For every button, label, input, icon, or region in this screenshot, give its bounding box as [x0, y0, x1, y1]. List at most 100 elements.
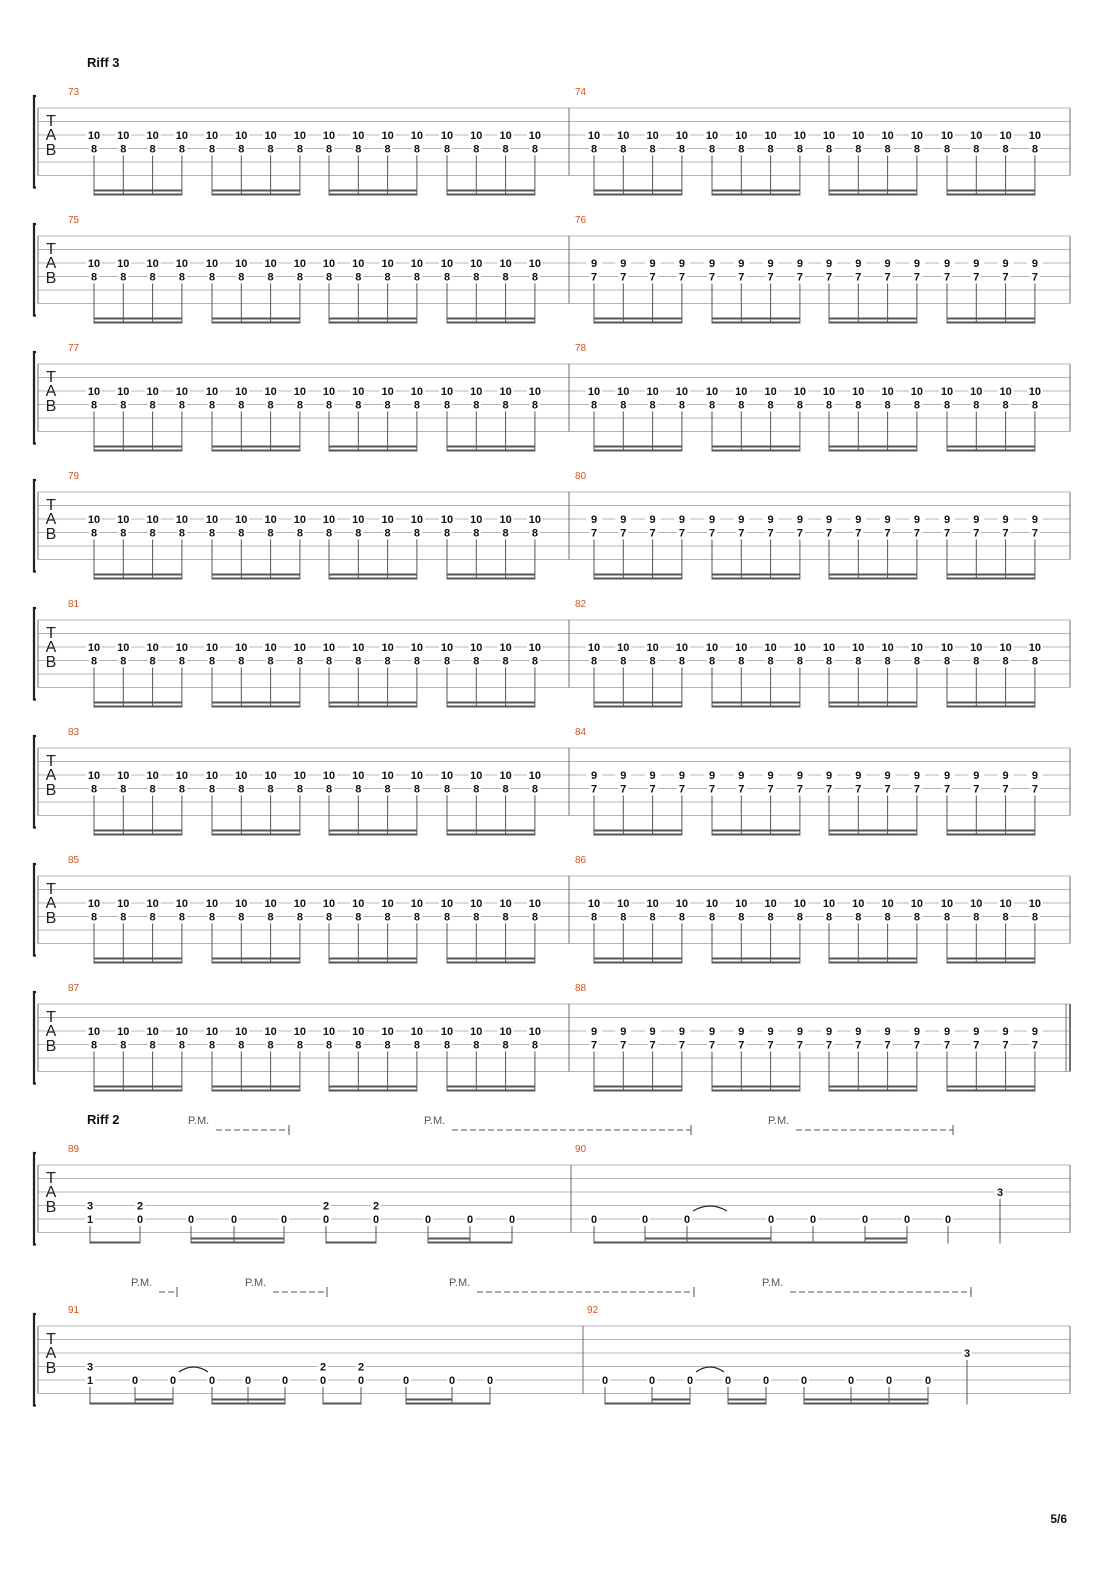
- fret-number: 8: [914, 400, 920, 412]
- fret-mask: [733, 386, 750, 397]
- fret-number: 7: [914, 528, 920, 540]
- fret-number: 10: [352, 770, 364, 782]
- note-beam: [329, 577, 417, 580]
- tab-staff-system: [32, 862, 1071, 957]
- fret-mask: [207, 911, 217, 923]
- fret-mask: [262, 130, 279, 141]
- fret-mask: [207, 655, 217, 667]
- fret-number: 8: [1003, 912, 1009, 924]
- fret-mask: [736, 399, 747, 411]
- fret-mask: [89, 655, 99, 667]
- fret-number: 7: [738, 272, 744, 284]
- fret-mask: [236, 783, 247, 795]
- fret-mask: [939, 1026, 955, 1037]
- fret-number: 7: [679, 272, 685, 284]
- fret-mask: [765, 527, 776, 539]
- fret-mask: [791, 642, 808, 653]
- fret-number: 9: [973, 770, 979, 782]
- note-beam: [447, 1085, 535, 1088]
- note-beam: [594, 829, 682, 832]
- fret-mask: [236, 399, 247, 411]
- fret-mask: [168, 1375, 178, 1386]
- tab-clef-letter: T: [46, 369, 56, 386]
- fret-number: 8: [268, 272, 274, 284]
- fret-number: 8: [179, 144, 185, 156]
- fret-number: 7: [1032, 784, 1038, 796]
- fret-mask: [233, 642, 250, 653]
- fret-number: 10: [529, 642, 541, 654]
- tab-clef-letter: T: [46, 625, 56, 642]
- fret-mask: [850, 514, 867, 525]
- fret-mask: [618, 399, 629, 411]
- fret-number: 8: [944, 144, 950, 156]
- note-beam: [829, 189, 917, 192]
- fret-number: 0: [848, 1375, 854, 1387]
- fret-mask: [173, 642, 190, 653]
- fret-number: 7: [973, 272, 979, 284]
- fret-number: 8: [120, 656, 126, 668]
- fret-mask: [615, 770, 632, 781]
- fret-number: 9: [709, 258, 715, 270]
- tab-clef-letter: B: [46, 782, 57, 799]
- fret-number: 10: [588, 898, 600, 910]
- measure-number: 82: [575, 599, 587, 610]
- fret-mask: [821, 130, 837, 141]
- fret-number: 8: [414, 784, 420, 796]
- fret-mask: [1000, 143, 1011, 155]
- note-beam: [712, 449, 800, 452]
- fret-number: 10: [441, 258, 453, 270]
- tab-staff-system: [32, 990, 1071, 1085]
- fret-number: 9: [1003, 258, 1009, 270]
- fret-mask: [294, 911, 305, 923]
- fret-number: 7: [914, 272, 920, 284]
- fret-mask: [821, 514, 837, 525]
- fret-mask: [526, 130, 543, 141]
- fret-mask: [1026, 514, 1043, 525]
- fret-number: 10: [176, 386, 188, 398]
- fret-mask: [647, 143, 658, 155]
- fret-number: 7: [1003, 272, 1009, 284]
- note-beam: [829, 577, 917, 580]
- measure-number: 76: [575, 215, 587, 226]
- fret-number: 10: [117, 514, 129, 526]
- fret-number: 8: [591, 912, 597, 924]
- fret-number: 8: [855, 912, 861, 924]
- fret-mask: [115, 1026, 132, 1037]
- fret-number: 10: [117, 1026, 129, 1038]
- fret-mask: [853, 271, 864, 283]
- fret-mask: [350, 770, 367, 781]
- fret-number: 10: [146, 1026, 158, 1038]
- fret-mask: [265, 655, 276, 667]
- fret-mask: [799, 1375, 809, 1386]
- fret-number: 9: [855, 258, 861, 270]
- fret-number: 10: [588, 386, 600, 398]
- fret-mask: [353, 271, 364, 283]
- note-beam: [712, 701, 800, 704]
- fret-mask: [586, 386, 602, 397]
- fret-number: 0: [509, 1214, 515, 1226]
- fret-number: 8: [150, 528, 156, 540]
- fret-mask: [173, 898, 190, 909]
- fret-mask: [411, 783, 422, 795]
- fret-mask: [468, 642, 485, 653]
- palm-mute-label: P.M.: [245, 1277, 266, 1289]
- fret-mask: [350, 130, 367, 141]
- note-beam: [947, 573, 1035, 576]
- tab-clef-letter: B: [46, 1199, 57, 1216]
- fret-number: 7: [709, 1040, 715, 1052]
- fret-mask: [911, 399, 922, 411]
- fret-mask: [882, 399, 893, 411]
- fret-mask: [118, 399, 129, 411]
- fret-mask: [586, 642, 602, 653]
- fret-mask: [411, 399, 422, 411]
- fret-mask: [86, 770, 102, 781]
- fret-mask: [265, 143, 276, 155]
- fret-number: 10: [1029, 642, 1041, 654]
- fret-mask: [353, 783, 364, 795]
- fret-number: 10: [823, 386, 835, 398]
- note-beam: [447, 573, 535, 576]
- fret-mask: [176, 655, 187, 667]
- fret-mask: [291, 1026, 308, 1037]
- fret-number: 8: [591, 144, 597, 156]
